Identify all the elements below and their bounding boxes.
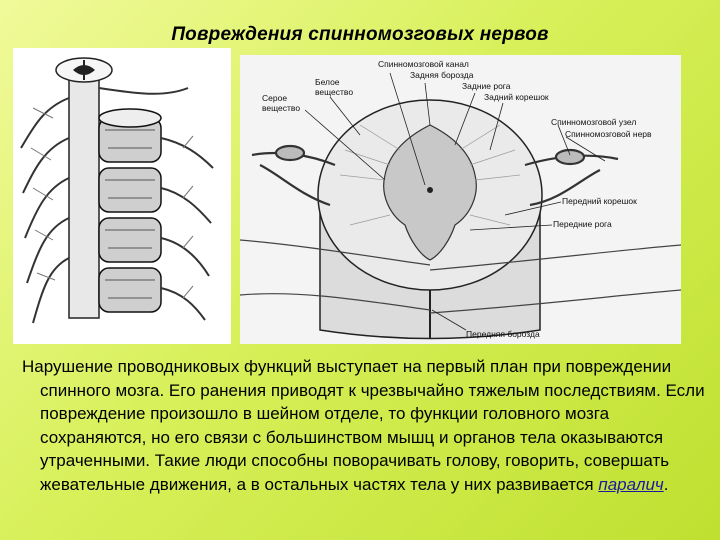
paragraph-trailing: . <box>663 474 669 494</box>
label-spinal-ganglion: Спинномозговой узел <box>551 117 637 127</box>
label-anterior-fissure: Передняя борозда <box>466 329 540 339</box>
label-spinal-nerve: Спинномозговой нерв <box>565 129 652 139</box>
label-posterior-horns: Задние рога <box>462 81 511 91</box>
label-posterior-sulcus: Задняя борозда <box>410 70 474 80</box>
vertebral-bodies <box>98 108 162 313</box>
slide-title: Повреждения спинномозговых нервов <box>171 24 549 45</box>
body-paragraph: Нарушение проводниковых функций выступае… <box>22 355 712 496</box>
label-spinal-canal: Спинномозговой канал <box>378 59 469 69</box>
paralysis-link[interactable]: паралич <box>598 474 664 494</box>
paragraph-text: Нарушение проводниковых функций выступае… <box>22 357 705 494</box>
label-white-matter-line1: Белое <box>315 77 340 87</box>
label-gray-matter-line2: вещество <box>262 103 301 113</box>
body-text: Нарушение проводниковых функций выступае… <box>22 355 712 496</box>
label-anterior-root: Передний корешок <box>562 196 637 206</box>
spinal-cord-drawing <box>55 57 113 319</box>
spinal-cord-section-diagram: Спинномозговой канал Задняя борозда Задн… <box>240 55 681 344</box>
spine-illustration <box>13 48 231 344</box>
label-anterior-horns: Передние рога <box>553 219 612 229</box>
label-white-matter-line2: вещество <box>315 87 354 97</box>
label-gray-matter-line1: Серое <box>262 93 288 103</box>
label-posterior-root: Задний корешок <box>484 92 549 102</box>
